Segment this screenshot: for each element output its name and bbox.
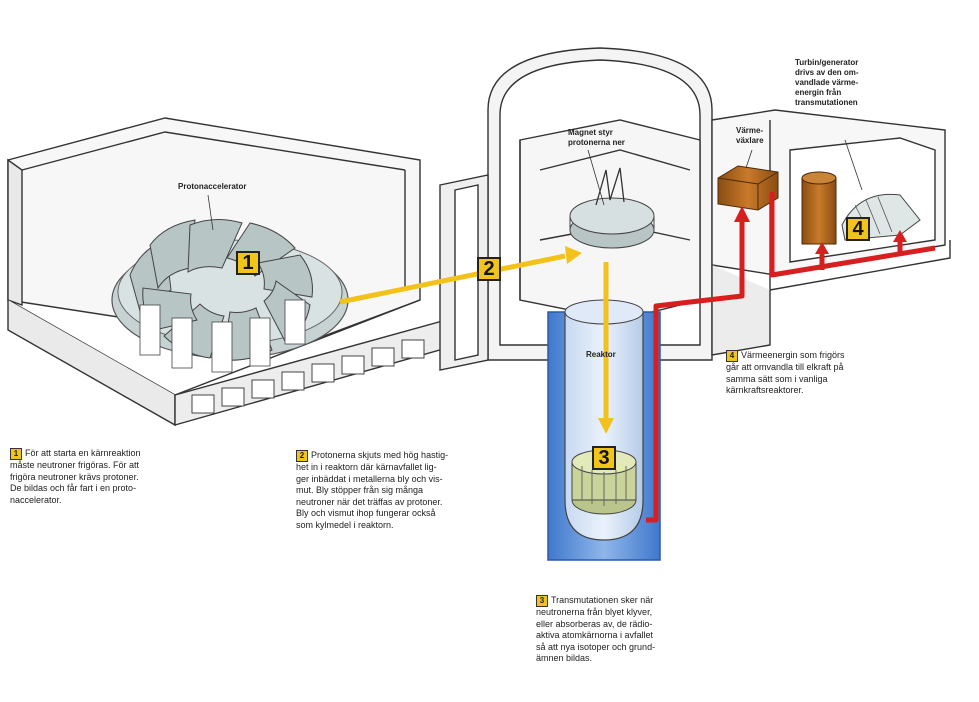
caption-4-number: 4 xyxy=(726,350,738,362)
leader-lines xyxy=(207,139,863,231)
label-varmevaxlare: Värme- växlare xyxy=(736,126,764,145)
caption-3-number: 3 xyxy=(536,595,548,607)
label-protonaccelerator: Protonaccelerator xyxy=(178,182,247,191)
label-turbin: Turbin/generator drivs av den om- vandla… xyxy=(795,58,859,107)
badge-4: 4 xyxy=(846,217,870,241)
turbine-generator xyxy=(801,171,921,245)
caption-4-text: Värmeenergin som frigörs går att omvandl… xyxy=(726,350,845,395)
proton-beam xyxy=(339,253,609,420)
caption-2-text: Protonerna skjuts med hög hastig- het in… xyxy=(296,450,449,530)
caption-1-text: För att starta en kärnreaktion måste neu… xyxy=(10,448,141,505)
badge-3: 3 xyxy=(592,446,616,470)
badge-2: 2 xyxy=(477,257,501,281)
caption-2-number: 2 xyxy=(296,450,308,462)
label-magnet: Magnet styr protonerna ner xyxy=(568,128,625,147)
caption-1-number: 1 xyxy=(10,448,22,460)
heat-exchanger xyxy=(717,165,779,211)
caption-3-text: Transmutationen sker när neutronerna frå… xyxy=(536,595,656,663)
hot-loop-arrowheads xyxy=(734,206,907,254)
label-reaktor: Reaktor xyxy=(586,350,616,359)
magnet xyxy=(569,167,655,249)
badge-1: 1 xyxy=(236,251,260,275)
proton-beam-arrowheads xyxy=(565,246,614,434)
